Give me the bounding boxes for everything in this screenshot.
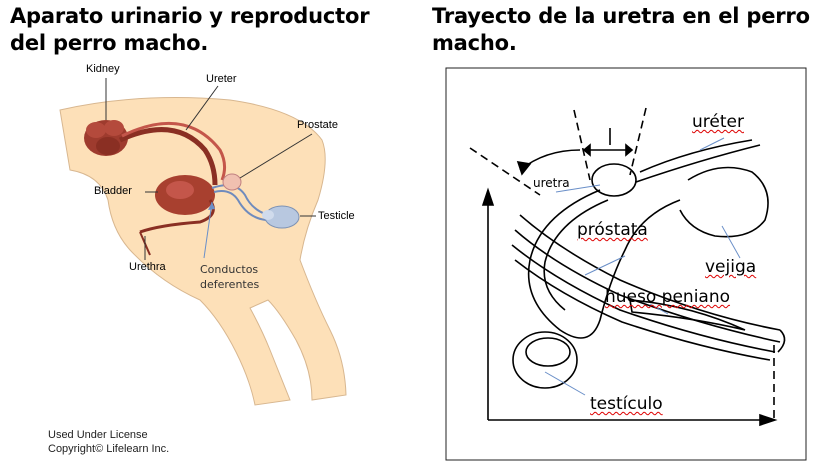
- kidney-organ: [84, 120, 128, 156]
- label-urethra-es: uretra: [533, 176, 570, 190]
- label-urethra: Urethra: [129, 261, 166, 273]
- label-penile-bone-es: hueso peniano: [605, 287, 731, 307]
- label-prostate: Prostate: [297, 119, 338, 131]
- left-title: Aparato urinario y reproductor del perro…: [10, 4, 370, 55]
- label-bladder: Bladder: [94, 185, 132, 197]
- label-testicle: Testicle: [318, 210, 355, 222]
- prostate-organ: [222, 173, 242, 191]
- right-title: Trayecto de la uretra en el perro macho.: [432, 4, 810, 55]
- label-prostate-es: próstata: [577, 220, 648, 240]
- label-kidney: Kidney: [86, 63, 120, 75]
- label-ureter: Ureter: [206, 73, 237, 85]
- label-bladder-es: vejiga: [705, 257, 757, 277]
- diagram-frame: [445, 67, 807, 461]
- ureter-tube: [118, 127, 218, 186]
- label-testicle-es: testículo: [590, 394, 663, 414]
- label-ureter-es: uréter: [692, 112, 744, 132]
- annotation-conductos-deferentes: Conductos deferentes: [200, 263, 260, 291]
- dog-body-silhouette: [59, 97, 347, 406]
- image-credit: Used Under License Copyright© Lifelearn …: [48, 429, 170, 455]
